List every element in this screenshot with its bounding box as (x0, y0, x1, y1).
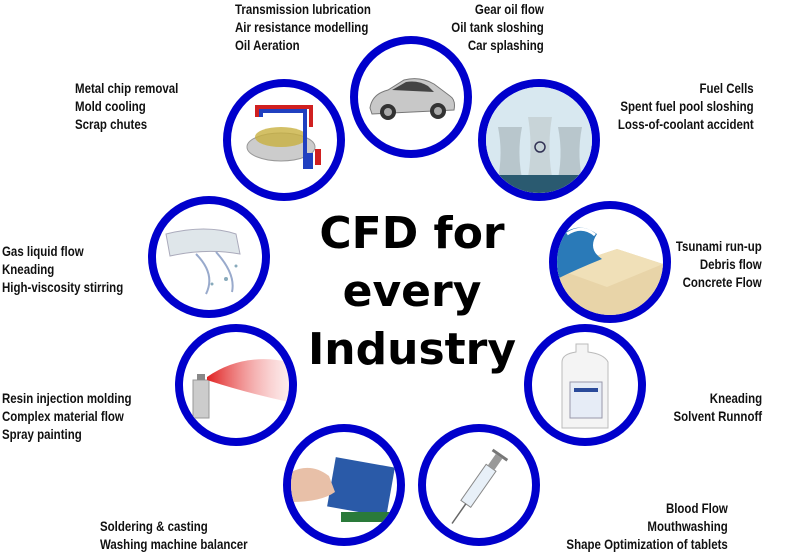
bleach-bottle-image (524, 324, 646, 446)
label-line: Mouthwashing (647, 518, 728, 534)
title-line: CFD for (319, 208, 505, 259)
title-line: every (342, 266, 482, 317)
label-consumer: Kneading Solvent Runnoff (673, 389, 762, 425)
label-chemical: Gas liquid flow Kneading High-viscosity … (2, 242, 123, 296)
spray-can-image (175, 324, 297, 446)
label-electronics: Soldering & casting Washing machine bala… (100, 517, 248, 553)
label-line: Tsunami run-up (676, 238, 762, 254)
label-line: Mold cooling (75, 98, 146, 114)
label-automotive-left: Transmission lubrication Air resistance … (235, 0, 371, 54)
label-line: Car splashing (468, 37, 544, 53)
bleach-bottle-icon (561, 343, 609, 429)
label-line: Metal chip removal (75, 80, 179, 96)
label-line: Oil tank sloshing (451, 19, 544, 35)
label-line: Spent fuel pool sloshing (620, 98, 754, 114)
machine-icon (246, 105, 321, 169)
liquid-splash-icon (165, 228, 241, 295)
label-line: Air resistance modelling (235, 19, 369, 35)
label-line: Kneading (2, 261, 55, 277)
label-line: High-viscosity stirring (2, 279, 124, 295)
tsunami-icon (557, 227, 663, 315)
label-materials: Resin injection molding Complex material… (2, 389, 131, 443)
label-line: Debris flow (700, 256, 762, 272)
title-line: Industry (307, 324, 517, 375)
label-line: Blood Flow (666, 500, 728, 516)
label-line: Complex material flow (2, 408, 124, 424)
label-line: Gas liquid flow (2, 243, 84, 259)
label-line: Shape Optimization of tablets (566, 536, 728, 552)
label-line: Gear oil flow (475, 1, 544, 17)
label-line: Resin injection molding (2, 390, 132, 406)
label-line: Spray painting (2, 426, 82, 442)
car-icon (369, 78, 455, 120)
label-line: Concrete Flow (682, 274, 762, 290)
syringe-icon (451, 448, 509, 524)
label-civil: Tsunami run-up Debris flow Concrete Flow (676, 237, 762, 291)
center-title: CFD for every Industry (262, 205, 562, 379)
machine-image (223, 79, 345, 201)
label-line: Scrap chutes (75, 116, 148, 132)
car-image (350, 36, 472, 158)
label-line: Solvent Runnoff (673, 408, 762, 424)
circuit-board-image (283, 424, 405, 546)
spray-can-icon (192, 359, 289, 419)
tsunami-image (549, 201, 671, 323)
label-automotive-right: Gear oil flow Oil tank sloshing Car spla… (452, 0, 544, 54)
label-line: Soldering & casting (100, 518, 208, 534)
label-line: Washing machine balancer (100, 536, 248, 552)
label-line: Oil Aeration (235, 37, 300, 53)
label-medical: Blood Flow Mouthwashing Shape Optimizati… (567, 499, 728, 553)
label-line: Transmission lubrication (235, 1, 371, 17)
label-manufacturing: Metal chip removal Mold cooling Scrap ch… (75, 79, 178, 133)
label-energy: Fuel Cells Spent fuel pool sloshing Loss… (618, 79, 754, 133)
label-line: Fuel Cells (699, 80, 754, 96)
nuclear-plant-icon (486, 87, 592, 193)
syringe-image (418, 424, 540, 546)
label-line: Loss-of-coolant accident (618, 116, 754, 132)
liquid-splash-image (148, 196, 270, 318)
circuit-board-icon (291, 457, 395, 522)
nuclear-plant-image (478, 79, 600, 201)
label-line: Kneading (709, 390, 762, 406)
